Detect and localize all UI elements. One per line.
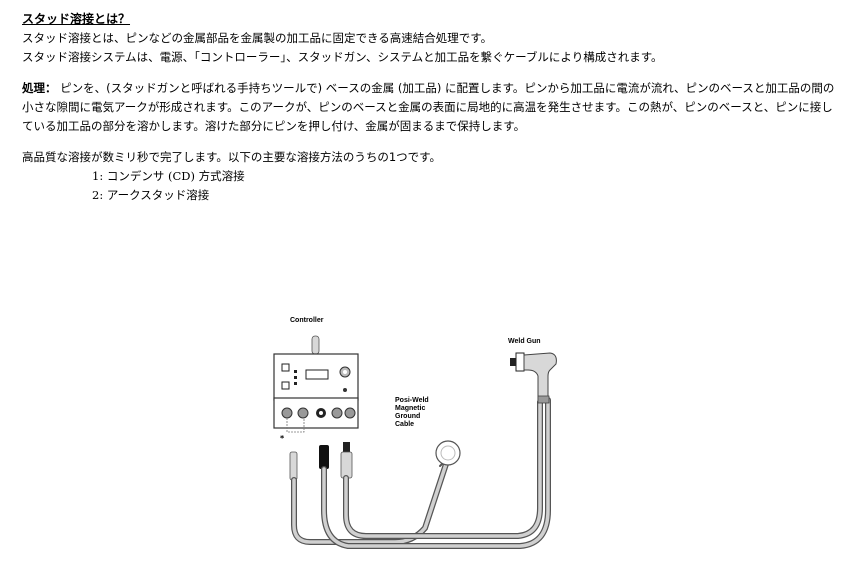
document: スタッド溶接とは？ スタッド溶接とは、ピンなどの金属部品を金属製の加工品に固定で…	[22, 10, 837, 205]
doc-title: スタッド溶接とは？	[22, 12, 131, 26]
process-label: 処理：	[22, 81, 57, 95]
svg-text:*: *	[280, 434, 285, 443]
svg-text:Posi-Weld: Posi-Weld	[395, 397, 429, 404]
method-list: 1: コンデンサ (CD) 方式溶接 2: アークスタッド溶接	[22, 167, 837, 205]
svg-text:Magnetic: Magnetic	[395, 405, 425, 412]
controller-unit	[273, 353, 359, 429]
svg-text:Ground: Ground	[395, 413, 420, 420]
method-item-2: 2: アークスタッド溶接	[92, 188, 210, 202]
process-paragraph: 処理： ピンを、(スタッドガンと呼ばれる手持ちツールで) ベースの金属 (加工品…	[22, 79, 837, 136]
stud-welding-diagram: Controller Weld Gun Posi-Weld Magnetic G…	[273, 317, 557, 549]
weld-gun	[510, 352, 557, 404]
svg-text:Cable: Cable	[395, 421, 414, 428]
controller-antenna	[311, 335, 320, 355]
summary-paragraph: 高品質な溶接が数ミリ秒で完了します。以下の主要な溶接方法のうちの1つです。	[22, 150, 442, 164]
intro-paragraph-2: スタッド溶接システムは、電源、「コントローラー」、スタッドガン、システムと加工品…	[22, 50, 663, 64]
controller-label: Controller	[290, 317, 324, 324]
process-text: ピンを、(スタッドガンと呼ばれる手持ちツールで) ベースの金属 (加工品) に配…	[22, 81, 835, 133]
magnetic-ground	[435, 440, 461, 466]
weld-gun-label: Weld Gun	[508, 338, 541, 345]
ground-cable-label: Posi-Weld Magnetic Ground Cable	[395, 397, 429, 428]
cables	[291, 397, 551, 549]
method-item-1: 1: コンデンサ (CD) 方式溶接	[92, 169, 245, 183]
cable-plugs	[289, 442, 353, 481]
intro-paragraph-1: スタッド溶接とは、ピンなどの金属部品を金属製の加工品に固定できる高速結合処理です…	[22, 31, 493, 45]
